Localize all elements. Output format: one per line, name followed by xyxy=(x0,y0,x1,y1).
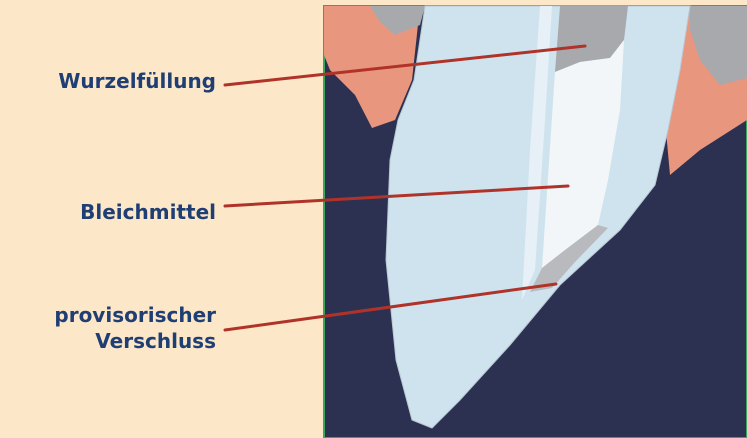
label-root-filling-text: Wurzelfüllung xyxy=(58,68,216,94)
label-bleach-text: Bleichmittel xyxy=(80,199,216,225)
label-bleach: Bleichmittel xyxy=(80,199,216,225)
label-temporary-seal: provisorischer Verschluss xyxy=(54,302,216,354)
label-temporary-seal-line2: Verschluss xyxy=(54,328,216,354)
label-temporary-seal-line1: provisorischer xyxy=(54,302,216,328)
label-root-filling: Wurzelfüllung xyxy=(58,68,216,94)
